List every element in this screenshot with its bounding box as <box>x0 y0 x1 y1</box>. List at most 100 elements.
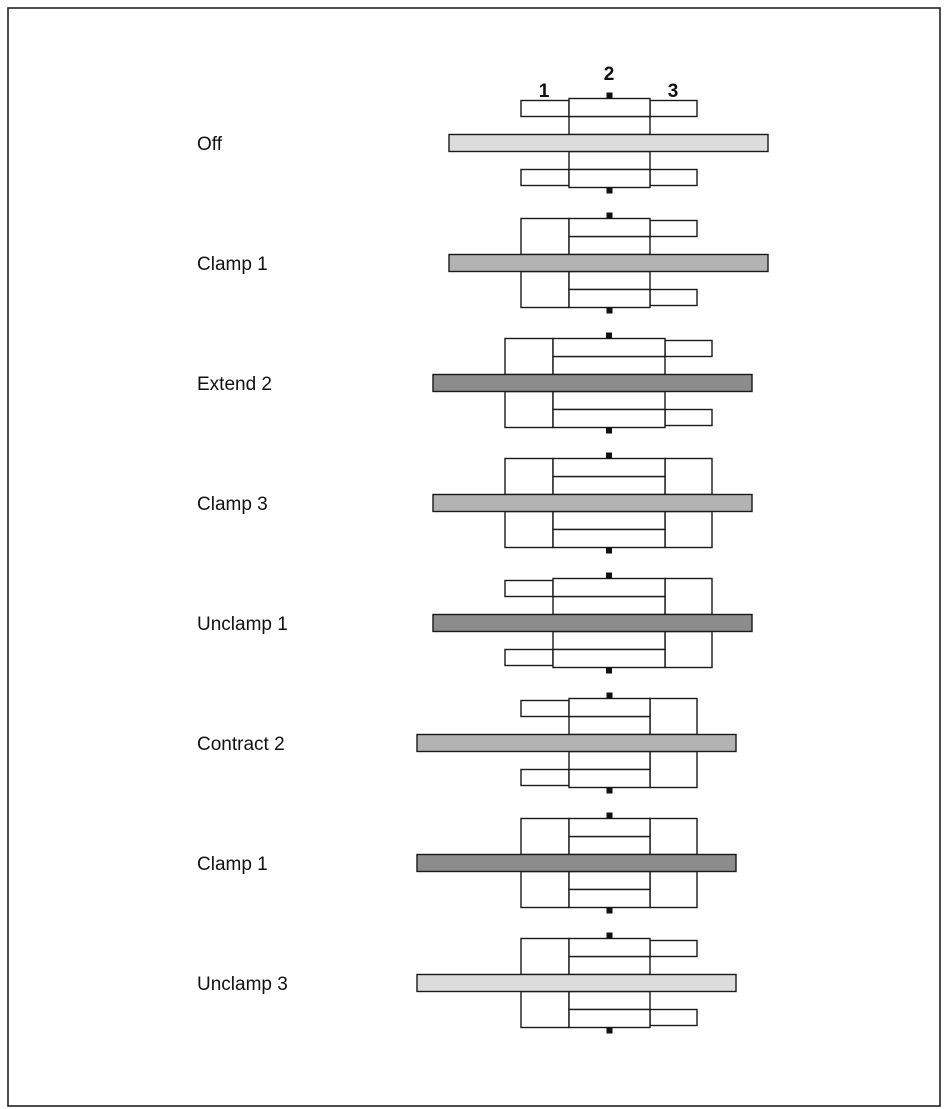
step-label: Clamp 3 <box>197 494 268 515</box>
clamp-3-lower-block <box>649 870 698 909</box>
clamp-1-lower-block <box>504 510 554 549</box>
clamp-2-lower-inner <box>552 630 666 651</box>
step-group: Contract 2 <box>197 692 737 794</box>
clamp-1-upper-pad <box>520 99 570 118</box>
clamp-3-upper-block <box>649 697 698 736</box>
lower-pin <box>606 307 613 314</box>
step-group: Clamp 1 <box>197 212 769 314</box>
step-group: Unclamp 3 <box>197 932 737 1034</box>
step-label: Unclamp 1 <box>197 614 288 635</box>
rod <box>448 253 769 273</box>
upper-pin <box>606 812 613 819</box>
lower-pin <box>606 667 612 674</box>
clamp-3-lower-block <box>664 630 713 669</box>
clamp-3-upper-pad <box>664 339 713 358</box>
clamp-3-lower-pad <box>649 168 698 187</box>
clamp-2-lower-outer <box>568 288 651 309</box>
clamp-2-upper-inner <box>568 115 651 136</box>
clamp-1-upper-pad <box>504 579 554 598</box>
rod <box>416 853 737 873</box>
step-group: Extend 2 <box>197 332 753 434</box>
clamp-3-upper-block <box>664 577 713 616</box>
clamp-1-upper-block <box>504 457 554 496</box>
upper-pin <box>606 92 613 99</box>
clamp-3-lower-pad <box>649 1008 698 1027</box>
clamp-1-upper-block <box>520 817 570 856</box>
step-group: Unclamp 1 <box>197 572 753 674</box>
clamp-2-upper-outer <box>552 337 666 358</box>
clamp-3-lower-pad <box>664 408 713 427</box>
clamp-3-upper-block <box>649 817 698 856</box>
clamp-3-upper-pad <box>649 939 698 958</box>
step-group: Clamp 3 <box>197 452 753 554</box>
clamp-1-lower-block <box>504 390 554 429</box>
clamp-2-upper-inner <box>552 475 666 496</box>
clamp-1-lower-block <box>520 990 570 1029</box>
clamp-2-upper-outer <box>568 97 651 118</box>
clamp-1-upper-block <box>504 337 554 376</box>
clamp-2-upper-inner <box>552 355 666 376</box>
clamp-2-lower-inner <box>552 510 666 531</box>
rod <box>432 493 753 513</box>
clamp-2-lower-outer <box>552 648 666 669</box>
clamp-1-lower-pad <box>504 648 554 667</box>
clamp-2-lower-outer <box>568 1008 651 1029</box>
clamp-2-lower-inner <box>568 150 651 171</box>
step-label: Clamp 1 <box>197 854 268 875</box>
rod <box>432 613 753 633</box>
clamp-1-lower-block <box>520 870 570 909</box>
clamp-2-lower-outer <box>568 168 651 189</box>
step-group: Off <box>197 92 769 194</box>
lower-pin <box>606 907 613 914</box>
clamp-1-upper-block <box>520 217 570 256</box>
clamp-2-lower-inner <box>568 270 651 291</box>
clamp-1-upper-pad <box>520 699 570 718</box>
upper-pin <box>606 932 613 939</box>
rod <box>416 733 737 753</box>
step-group: Clamp 1 <box>197 812 737 914</box>
clamp-1-lower-block <box>520 270 570 309</box>
step-label: Clamp 1 <box>197 254 268 275</box>
clamp-2-upper-outer <box>552 457 666 478</box>
clamp-number-1: 1 <box>539 81 550 102</box>
rod <box>432 373 753 393</box>
upper-pin <box>606 212 613 219</box>
clamp-number-2: 2 <box>604 64 615 85</box>
clamp-1-lower-pad <box>520 168 570 187</box>
clamp-2-upper-outer <box>552 577 666 598</box>
clamp-2-lower-inner <box>568 870 651 891</box>
clamp-3-lower-block <box>649 750 698 789</box>
clamp-2-lower-inner <box>568 750 651 771</box>
clamp-3-upper-pad <box>649 99 698 118</box>
clamp-2-upper-inner <box>568 955 651 976</box>
clamp-2-lower-inner <box>568 990 651 1011</box>
rod <box>448 133 769 153</box>
clamp-3-lower-pad <box>649 288 698 307</box>
step-label: Contract 2 <box>197 734 285 755</box>
clamp-2-upper-outer <box>568 817 651 838</box>
clamp-3-upper-pad <box>649 219 698 238</box>
figure-frame <box>7 7 941 1107</box>
rod <box>416 973 737 993</box>
clamp-2-lower-outer <box>552 408 666 429</box>
clamp-2-lower-outer <box>552 528 666 549</box>
clamp-number-header: 1 2 3 <box>539 64 679 102</box>
lower-pin <box>606 187 613 194</box>
clamp-2-upper-inner <box>568 835 651 856</box>
clamp-2-upper-outer <box>568 697 651 718</box>
upper-pin <box>606 452 612 459</box>
clamp-2-lower-outer <box>568 888 651 909</box>
step-label: Off <box>197 134 223 155</box>
clamp-2-upper-outer <box>568 217 651 238</box>
step-label: Extend 2 <box>197 374 272 395</box>
clamp-1-upper-block <box>520 937 570 976</box>
clamp-number-3: 3 <box>668 81 679 102</box>
clamp-1-lower-pad <box>520 768 570 787</box>
clamp-3-upper-block <box>664 457 713 496</box>
step-label: Unclamp 3 <box>197 974 288 995</box>
clamp-3-lower-block <box>664 510 713 549</box>
clamp-2-upper-outer <box>568 937 651 958</box>
clamp-2-lower-outer <box>568 768 651 789</box>
clamp-2-lower-inner <box>552 390 666 411</box>
